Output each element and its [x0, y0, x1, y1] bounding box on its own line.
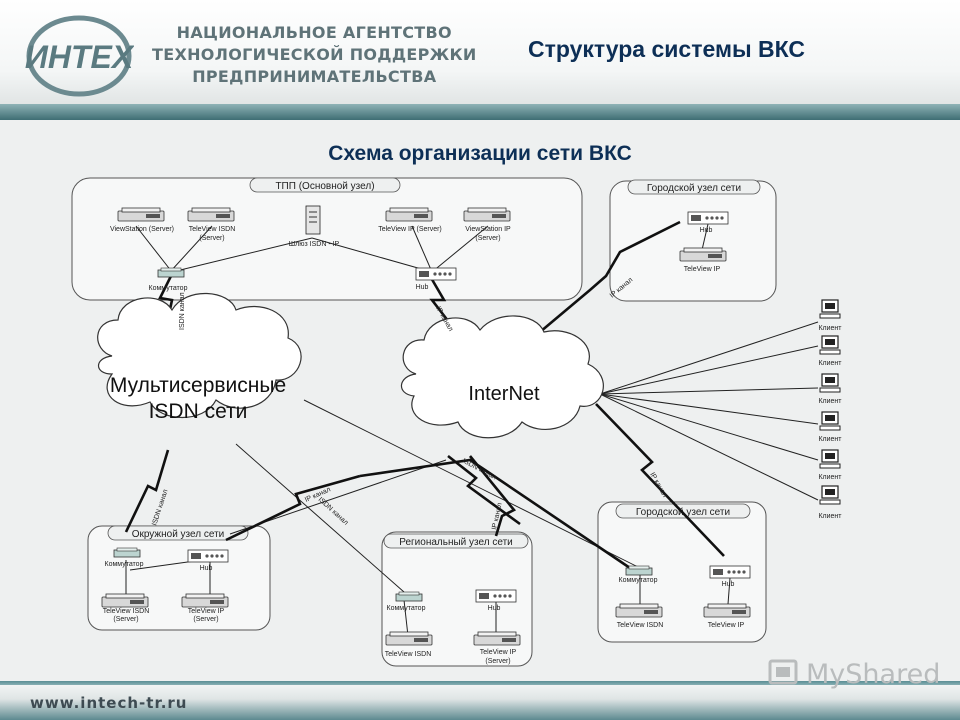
channel-links	[124, 220, 725, 570]
city-bottom-switch-label: Коммутатор	[619, 577, 658, 584]
node-city-top	[609, 180, 777, 302]
gateway-device	[305, 205, 321, 235]
city-bottom-teleview-isdn-device	[615, 603, 663, 618]
tpp-teleview-isdn-label-2: (Server)	[199, 235, 224, 242]
client-2-label: Клиент	[818, 360, 842, 367]
client-4-label: Клиент	[818, 436, 842, 443]
isdn-cloud-label-2: ISDN сети	[149, 400, 248, 423]
reg-hub-label: Hub	[488, 605, 501, 612]
agency-line-1: НАЦИОНАЛЬНОЕ АГЕНТСТВО	[176, 23, 452, 42]
reg-switch-label: Коммутатор	[387, 605, 426, 612]
client-3-icon	[819, 373, 841, 393]
node-tpp	[71, 177, 583, 301]
client-4-icon	[819, 411, 841, 431]
footer-bar	[0, 685, 960, 720]
node-okr-label: Окружной узел сети	[132, 529, 225, 540]
okr-teleview-isdn-label-1: TeleView ISDN	[103, 608, 150, 615]
viewstation-ip-device	[463, 207, 511, 222]
city-bottom-hub-label: Hub	[722, 581, 735, 588]
city-top-hub-device	[687, 211, 729, 225]
reg-teleview-ip-label-1: TeleView IP	[480, 649, 517, 656]
node-reg-label: Региональный узел сети	[399, 537, 513, 548]
agency-line-3: ПРЕДПРИНИМАТЕЛЬСТВА	[192, 67, 437, 86]
reg-switch-device	[395, 591, 423, 602]
reg-teleview-ip-label-2: (Server)	[485, 658, 510, 665]
link-label-isdn-4: ISDN канал	[317, 496, 350, 526]
client-2-icon	[819, 335, 841, 355]
header	[0, 0, 960, 118]
link-label-isdn-1: ISDN канал	[179, 292, 186, 330]
city-bottom-switch-device	[625, 565, 653, 576]
tpp-viewstation-ip-label-1: ViewStation IP	[465, 226, 511, 233]
client-1-label: Клиент	[818, 325, 842, 332]
client-5-icon	[819, 449, 841, 469]
reg-teleview-ip-device	[473, 631, 521, 646]
tpp-teleview-ip-label: TeleView IP (Server)	[378, 226, 442, 233]
reg-hub-device	[475, 589, 517, 603]
okr-switch-device	[113, 547, 141, 558]
client-1-icon	[819, 299, 841, 319]
client-6-icon	[819, 485, 841, 505]
node-city-top-label: Городской узел сети	[647, 183, 741, 194]
client-5-label: Клиент	[818, 474, 842, 481]
network-diagram: ТПП (Основной узел) Городской узел сети …	[71, 177, 842, 667]
client-6-label: Клиент	[818, 513, 842, 520]
tpp-switch-device	[157, 267, 185, 278]
city-top-teleview-ip-device	[679, 247, 727, 262]
page-title: Структура системы ВКС	[528, 36, 805, 62]
city-bottom-teleview-isdn-label: TeleView ISDN	[617, 622, 664, 629]
footer-strip	[0, 681, 960, 687]
isdn-cloud	[97, 292, 302, 419]
city-top-hub-label: Hub	[700, 227, 713, 234]
teleview-isdn-server-device	[187, 207, 235, 222]
node-tpp-label: ТПП (Основной узел)	[275, 181, 374, 192]
city-bottom-teleview-ip-device	[703, 603, 751, 618]
city-top-teleview-ip-label: TeleView IP	[684, 266, 721, 273]
teleview-ip-server-device	[385, 207, 433, 222]
logo-text: ИНТЕХ	[25, 39, 134, 75]
reg-teleview-isdn-device	[385, 631, 433, 646]
watermark-icon	[768, 659, 798, 685]
okr-teleview-ip-label-2: (Server)	[193, 616, 218, 623]
watermark: MyShared	[766, 657, 940, 691]
header-divider	[0, 104, 960, 120]
okr-teleview-ip-device	[181, 593, 229, 608]
link-label-ip-5: IP канал	[648, 472, 668, 499]
isdn-cloud-label-1: Мультисервисные	[110, 374, 286, 397]
footer-url[interactable]: www.intech-tr.ru	[30, 694, 188, 712]
okr-hub-label: Hub	[200, 565, 213, 572]
city-bottom-teleview-ip-label: TeleView IP	[708, 622, 745, 629]
link-label-isdn-2: ISDN канал	[151, 489, 169, 527]
diagram-subtitle: Схема организации сети ВКС	[328, 142, 632, 165]
okr-switch-label: Коммутатор	[105, 561, 144, 568]
tpp-hub-device	[415, 267, 457, 281]
agency-name: НАЦИОНАЛЬНОЕ АГЕНТСТВО ТЕХНОЛОГИЧЕСКОЙ П…	[152, 22, 477, 88]
okr-hub-device	[187, 549, 229, 563]
tpp-switch-label: Коммутатор	[149, 285, 188, 292]
okr-teleview-isdn-device	[101, 593, 149, 608]
internet-cloud	[400, 315, 604, 439]
agency-line-2: ТЕХНОЛОГИЧЕСКОЙ ПОДДЕРЖКИ	[152, 45, 477, 64]
clients: Клиент Клиент Клиент Клиент Клиент Клиен…	[818, 299, 842, 520]
client-3-label: Клиент	[818, 398, 842, 405]
intech-logo: ИНТЕХ	[25, 15, 134, 97]
okr-teleview-isdn-label-2: (Server)	[113, 616, 138, 623]
okr-teleview-ip-label-1: TeleView IP	[188, 608, 225, 615]
reg-teleview-isdn-label: TeleView ISDN	[385, 651, 432, 658]
viewstation-server-device	[117, 207, 165, 222]
tpp-viewstation-label: ViewStation (Server)	[110, 226, 174, 233]
tpp-hub-label: Hub	[416, 284, 429, 291]
tpp-gateway-label: Шлюз ISDN - IP	[289, 241, 340, 248]
internet-cloud-label: InterNet	[468, 383, 540, 405]
city-bottom-hub-device	[709, 565, 751, 579]
tpp-viewstation-ip-label-2: (Server)	[475, 235, 500, 242]
watermark-text: MyShared	[806, 659, 941, 690]
tpp-teleview-isdn-label-1: TeleView ISDN	[189, 226, 236, 233]
